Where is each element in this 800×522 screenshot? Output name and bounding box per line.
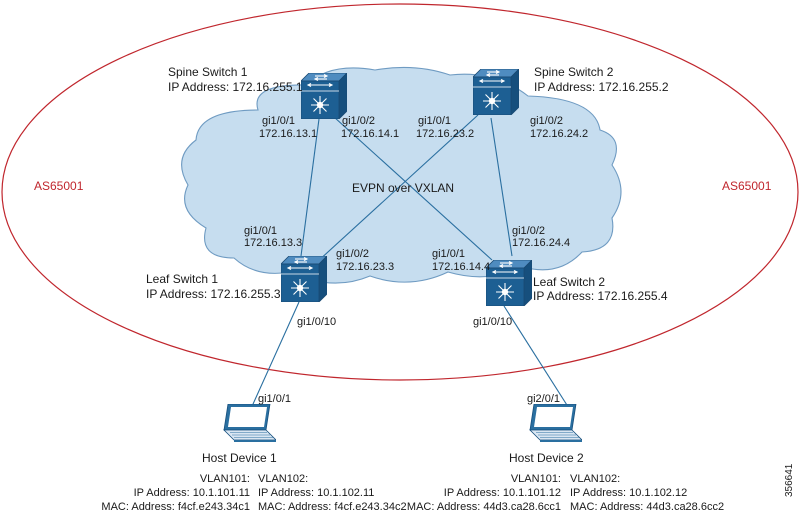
spine1-ip: IP Address: 172.16.255.1 [168, 80, 303, 94]
spine-switch-2-icon [473, 69, 519, 115]
figure-number: 356641 [784, 463, 795, 497]
host2-port: gi2/0/1 [527, 393, 560, 405]
host2-vlan102-title: VLAN102: [570, 473, 620, 485]
leaf1-if-a-ip: 172.16.13.3 [244, 237, 302, 249]
spine2-ip: IP Address: 172.16.255.2 [534, 80, 669, 94]
leaf1-name: Leaf Switch 1 [146, 272, 218, 286]
host-device-2-laptop-icon [529, 404, 582, 443]
host2-vlan101-mac: MAC: Address: 44d3.ca28.6cc1 [407, 501, 561, 513]
spine-switch-1-icon [301, 73, 347, 119]
host1-vlan102-title: VLAN102: [258, 473, 308, 485]
leaf1-if-b-ip: 172.16.23.3 [336, 261, 394, 273]
cloud-label: EVPN over VXLAN [352, 181, 454, 195]
leaf2-host-if: gi1/0/10 [473, 316, 512, 328]
evpn-cloud [181, 66, 622, 284]
leaf2-if-a-ip: 172.16.14.4 [432, 261, 490, 273]
host1-vlan101-title: VLAN101: [200, 473, 250, 485]
as-label-right: AS65001 [722, 179, 772, 193]
leaf2-ip: IP Address: 172.16.255.4 [533, 289, 668, 303]
host1-port: gi1/0/1 [258, 393, 291, 405]
link-spine1-leaf1 [300, 118, 320, 257]
spine2-if-b-ip: 172.16.24.2 [530, 128, 588, 140]
leaf-switch-2-icon [486, 260, 532, 306]
link-spine2-leaf1 [316, 114, 479, 263]
leaf2-if-b: gi1/0/2 [512, 225, 545, 237]
leaf2-name: Leaf Switch 2 [533, 275, 605, 289]
host2-vlan101-ip: IP Address: 10.1.101.12 [444, 487, 561, 499]
host2-vlan101-title: VLAN101: [511, 473, 561, 485]
leaf1-ip: IP Address: 172.16.255.3 [146, 287, 281, 301]
leaf2-if-a: gi1/0/1 [432, 248, 465, 260]
leaf1-if-b: gi1/0/2 [336, 248, 369, 260]
link-leaf2-host2 [503, 305, 573, 414]
as-label-left: AS65001 [34, 179, 84, 193]
leaf-switch-1-icon [281, 256, 327, 302]
link-spine1-leaf2 [333, 116, 493, 261]
spine1-if-a: gi1/0/1 [262, 115, 295, 127]
host2-vlan102-mac: MAC: Address: 44d3.ca28.6cc2 [570, 501, 724, 513]
spine2-if-a-ip: 172.16.23.2 [416, 128, 474, 140]
spine2-if-a: gi1/0/1 [418, 115, 451, 127]
host2-vlan102-ip: IP Address: 10.1.102.12 [570, 487, 687, 499]
host1-vlan102-ip: IP Address: 10.1.102.11 [258, 487, 374, 499]
host1-vlan102-mac: MAC: Address: f4cf.e243.34c2 [258, 501, 407, 513]
spine1-if-b-ip: 172.16.14.1 [341, 128, 399, 140]
spine1-if-a-ip: 172.16.13.1 [259, 128, 317, 140]
spine1-if-b: gi1/0/2 [342, 115, 375, 127]
leaf1-host-if: gi1/0/10 [297, 316, 336, 328]
leaf1-if-a: gi1/0/1 [244, 225, 277, 237]
spine1-name: Spine Switch 1 [168, 65, 248, 79]
host1-name: Host Device 1 [202, 451, 277, 465]
leaf2-if-b-ip: 172.16.24.4 [512, 237, 570, 249]
spine2-if-b: gi1/0/2 [530, 115, 563, 127]
host-device-1-laptop-icon [223, 404, 276, 443]
host2-name: Host Device 2 [509, 451, 584, 465]
host1-vlan101-ip: IP Address: 10.1.101.11 [134, 487, 250, 499]
as-boundary-ellipse [1, 3, 799, 381]
host1-vlan101-mac: MAC: Address: f4cf.e243.34c1 [101, 501, 250, 513]
link-spine2-leaf2 [490, 117, 513, 257]
link-leaf1-host1 [248, 301, 300, 414]
spine2-name: Spine Switch 2 [534, 65, 614, 79]
